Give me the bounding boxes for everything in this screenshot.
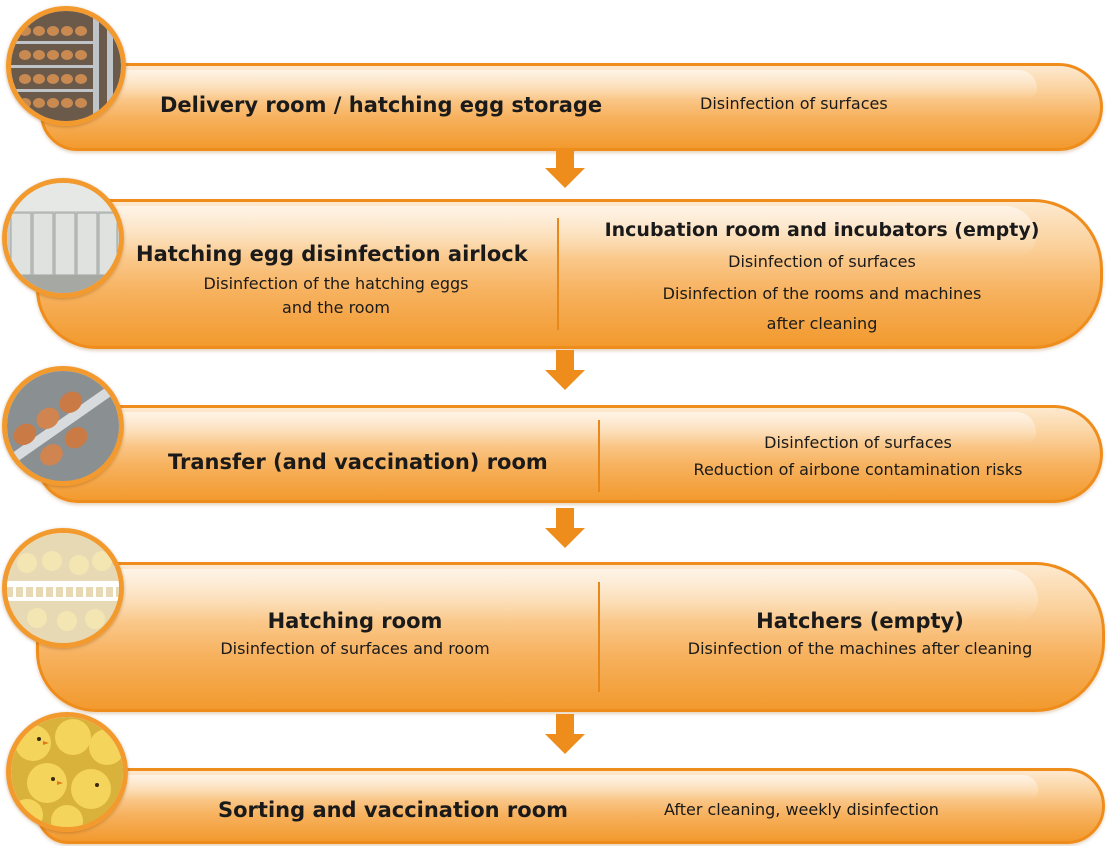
chicks-photo xyxy=(6,712,128,832)
stage-3-title: Transfer (and vaccination) room xyxy=(168,450,548,474)
stage-2-left-line-1: Disinfection of the hatching eggs xyxy=(203,274,469,293)
stage-2-divider xyxy=(557,218,559,330)
flow-arrow-3 xyxy=(545,508,585,550)
stage-4-left-line: Disinfection of surfaces and room xyxy=(220,639,490,658)
stage-4-right-line: Disinfection of the machines after clean… xyxy=(687,639,1033,658)
stage-4-right-title: Hatchers (empty) xyxy=(756,609,964,633)
stage-5-title: Sorting and vaccination room xyxy=(218,798,568,822)
stage-4-divider xyxy=(598,582,600,692)
stage-2-right-title: Incubation room and incubators (empty) xyxy=(604,219,1040,241)
stage-2-left-title: Hatching egg disinfection airlock xyxy=(136,242,528,266)
egg-trays-photo xyxy=(6,6,126,126)
hatcher-basket-photo xyxy=(2,528,124,648)
incubator-room-photo xyxy=(2,178,124,298)
stage-2-right-line-2: Disinfection of the rooms and machines xyxy=(662,284,982,303)
stage-3-band xyxy=(36,405,1103,503)
stage-5-band xyxy=(36,768,1105,844)
flow-arrow-2 xyxy=(545,350,585,392)
stage-1-band xyxy=(40,63,1103,151)
stage-4-band xyxy=(36,562,1105,712)
stage-1-title: Delivery room / hatching egg storage xyxy=(160,93,603,117)
stage-2-right-line-1: Disinfection of surfaces xyxy=(728,252,916,271)
stage-4-left-title: Hatching room xyxy=(267,609,443,633)
stage-2-band xyxy=(36,199,1103,349)
stage-3-divider xyxy=(598,420,600,492)
flow-arrow-1 xyxy=(545,148,585,190)
stage-2-right-line-3: after cleaning xyxy=(766,314,878,333)
flow-arrow-4 xyxy=(545,714,585,756)
stage-5-detail: After cleaning, weekly disinfection xyxy=(664,800,939,819)
stage-1-detail: Disinfection of surfaces xyxy=(700,94,888,113)
stage-2-left-line-2: and the room xyxy=(282,298,390,317)
egg-transfer-photo xyxy=(2,366,124,486)
stage-3-detail-line-2: Reduction of airbone contamination risks xyxy=(693,460,1023,479)
stage-3-detail-line-1: Disinfection of surfaces xyxy=(764,433,952,452)
